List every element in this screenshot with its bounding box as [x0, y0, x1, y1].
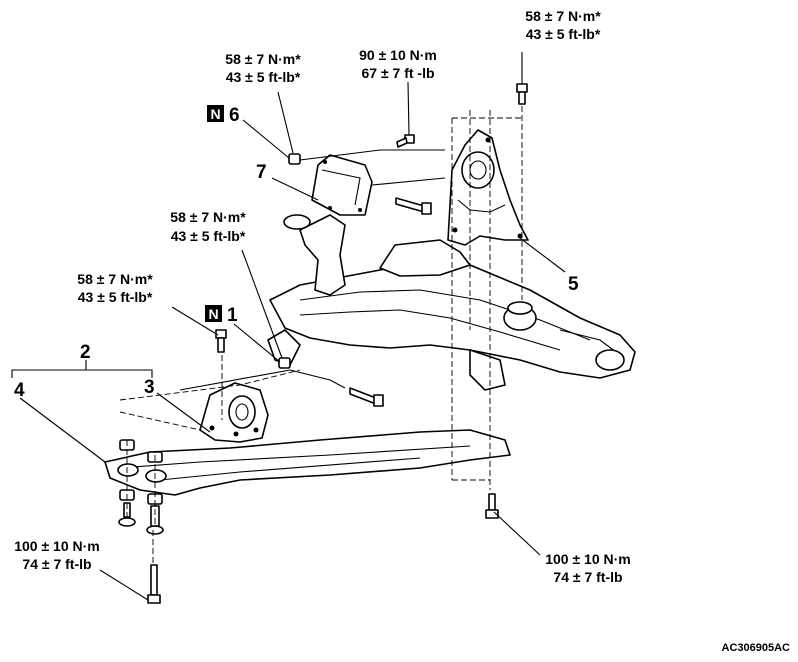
mount-insulator-5 — [447, 129, 529, 246]
torque-nm: 100 ± 10 N·m — [14, 538, 100, 554]
badge-letter: N — [210, 106, 220, 122]
callout-3: 3 — [144, 377, 155, 398]
bolt-top-right — [516, 83, 528, 105]
torque-nm: 100 ± 10 N·m — [545, 551, 631, 567]
torque-labels: 58 ± 7 N·m* 43 ± 5 ft-lb* 58 ± 7 N·m* 43… — [14, 8, 631, 585]
callout-1: N 1 — [205, 305, 238, 326]
long-bolt-upper — [395, 197, 432, 215]
badge-n-icon — [205, 305, 222, 322]
bolt-top-mid — [396, 134, 415, 148]
callout-number: 1 — [227, 305, 238, 326]
diagram-code: AC306905AC — [722, 642, 791, 654]
torque-nm: 58 ± 7 N·m* — [170, 209, 246, 225]
callout-7: 7 — [256, 162, 267, 183]
torque-nm: 58 ± 7 N·m* — [77, 271, 153, 287]
callout-number: 6 — [229, 105, 240, 126]
front-subframe — [267, 214, 636, 391]
callout-4: 4 — [14, 380, 25, 401]
callout-5: 5 — [568, 274, 579, 295]
torque-nm: 58 ± 7 N·m* — [225, 51, 301, 67]
torque-label-top-right: 58 ± 7 N·m* 43 ± 5 ft-lb* — [525, 8, 601, 42]
torque-ftlb: 43 ± 5 ft-lb* — [226, 69, 301, 85]
badge-n-icon — [207, 105, 224, 122]
mount-bracket-3 — [199, 382, 269, 443]
callout-2: 2 — [80, 342, 91, 363]
callout-number: 7 — [256, 162, 267, 183]
callout-numbers: N 6 7 N 1 2 4 3 5 — [14, 105, 579, 401]
bracket-7 — [311, 154, 373, 216]
torque-ftlb: 43 ± 5 ft-lb* — [171, 228, 246, 244]
bolt-bottom-right — [485, 493, 499, 519]
torque-ftlb: 43 ± 5 ft-lb* — [78, 289, 153, 305]
nut-6 — [288, 153, 301, 165]
torque-ftlb: 74 ± 7 ft-lb — [22, 556, 91, 572]
callout-number: 5 — [568, 274, 579, 295]
torque-label-bottom-left: 100 ± 10 N·m 74 ± 7 ft-lb — [14, 538, 100, 572]
torque-label-mid: 58 ± 7 N·m* 43 ± 5 ft-lb* — [170, 209, 246, 244]
callout-number: 4 — [14, 380, 25, 401]
lower-stay-bar — [104, 429, 511, 496]
callout-number: 3 — [144, 377, 155, 398]
badge-letter: N — [208, 306, 218, 322]
torque-nm: 58 ± 7 N·m* — [525, 8, 601, 24]
long-bolt-lower — [349, 387, 384, 407]
leader-lines — [11, 52, 566, 601]
torque-ftlb: 67 ± 7 ft -lb — [361, 65, 434, 81]
torque-nm: 90 ± 10 N·m — [359, 47, 437, 63]
callout-number: 2 — [80, 342, 91, 363]
torque-label-bottom-right: 100 ± 10 N·m 74 ± 7 ft-lb — [545, 551, 631, 585]
bolt-left — [215, 329, 227, 353]
torque-label-top-mid: 90 ± 10 N·m 67 ± 7 ft -lb — [359, 47, 437, 81]
callout-6: N 6 — [207, 105, 240, 126]
torque-ftlb: 43 ± 5 ft-lb* — [526, 26, 601, 42]
torque-label-left: 58 ± 7 N·m* 43 ± 5 ft-lb* — [77, 271, 153, 305]
bolt-bottom-left — [147, 564, 161, 604]
torque-ftlb: 74 ± 7 ft-lb — [553, 569, 622, 585]
torque-label-top-left: 58 ± 7 N·m* 43 ± 5 ft-lb* — [225, 51, 301, 85]
nut-1 — [278, 357, 291, 369]
